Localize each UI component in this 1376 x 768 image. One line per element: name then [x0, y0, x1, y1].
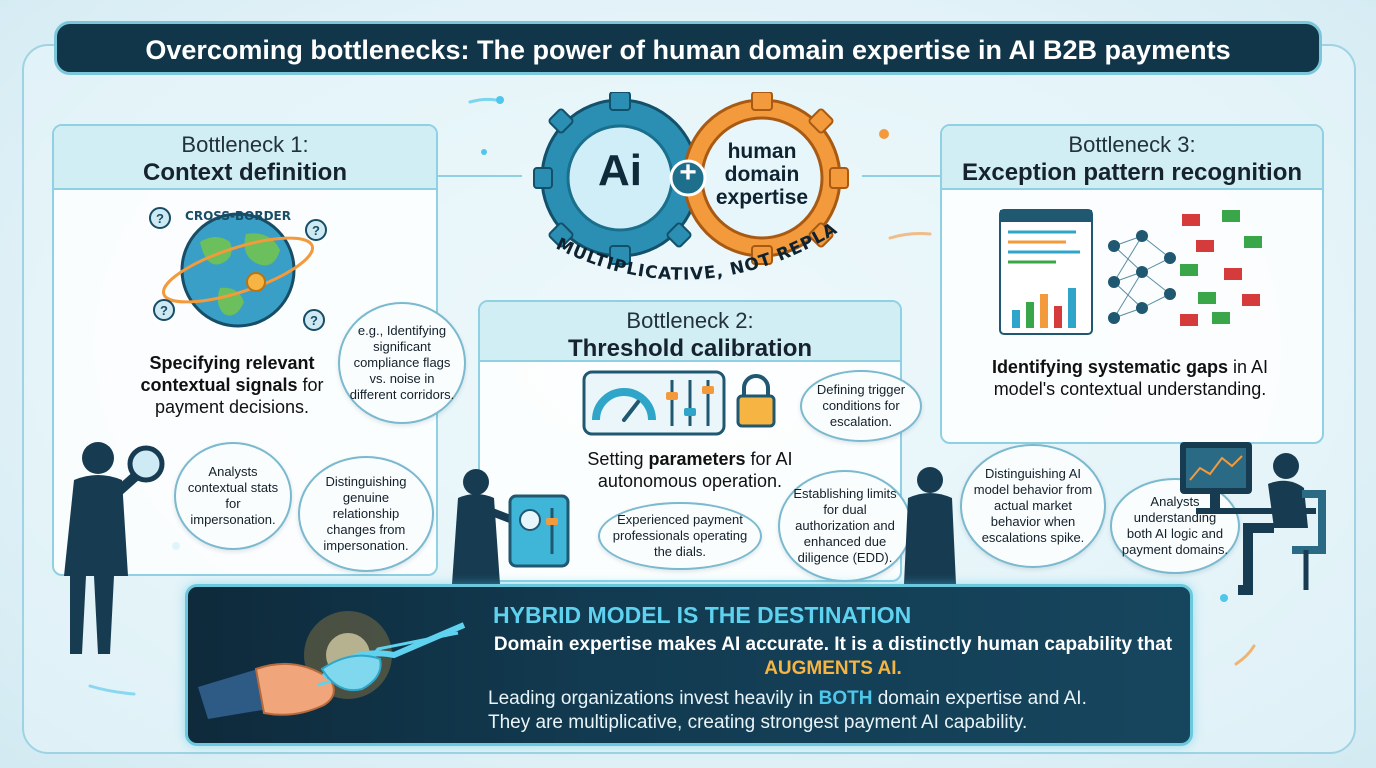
hybrid-line-1: Domain expertise makes AI accurate. It i… [493, 634, 1173, 655]
augments-ai-highlight: AUGMENTS AI. [764, 658, 902, 679]
hybrid-line-3: They are multiplicative, creating strong… [488, 712, 1028, 733]
analyst-at-computer-figure [1180, 442, 1326, 595]
handshake-icon [198, 611, 466, 719]
human-label-line-2: domain [724, 163, 800, 186]
ai-label: Ai [598, 146, 642, 195]
bottleneck-3-header: Bottleneck 3: Exception pattern recognit… [942, 126, 1322, 190]
bubble-distinguishing-relationships: Distinguishing genuine relationship chan… [298, 456, 434, 572]
svg-text:?: ? [312, 223, 320, 238]
ai-gear-icon [533, 92, 707, 265]
bottleneck-3-name: Exception pattern recognition [961, 159, 1303, 186]
gears-illustration: MULTIPLICATIVE, NOT REPLACED [516, 92, 849, 285]
person-silhouette [904, 467, 956, 584]
bottleneck-2-description-pre: Setting [587, 449, 649, 469]
bubble-dual-authorization-limits: Establishing limits for dual authorizati… [778, 470, 912, 582]
bottleneck-2-description-bold: parameters [648, 449, 746, 469]
page-title: Overcoming bottlenecks: The power of hum… [54, 21, 1322, 75]
globe-label: CROSS-BORDER [185, 209, 291, 223]
human-label-line-3: expertise [715, 186, 809, 209]
svg-text:?: ? [160, 303, 168, 318]
hybrid-statement: Domain expertise makes AI accurate. It i… [488, 633, 1178, 681]
human-domain-expertise-label: human domain expertise [706, 140, 818, 209]
svg-text:?: ? [310, 313, 318, 328]
professional-with-dials-figure [452, 469, 570, 584]
hybrid-line-2-rest: domain expertise and AI. [877, 688, 1087, 709]
human-gear-icon [682, 92, 849, 265]
bubble-compliance-flags: e.g., Identifying significant compliance… [338, 302, 466, 424]
both-highlight: BOTH [818, 688, 873, 709]
bottleneck-3-description: Identifying systematic gaps in AI model'… [990, 356, 1270, 400]
bottleneck-3-description-rest: in AI model's contextual understanding. [993, 357, 1269, 399]
neural-network-flags-icon [999, 209, 1262, 335]
svg-text:?: ? [156, 211, 164, 226]
bubble-experienced-professionals: Experienced payment professionals operat… [598, 502, 762, 570]
bubble-analysts-contextual: Analysts contextual stats for impersonat… [174, 442, 292, 550]
bottleneck-2-description: Setting parameters for AI autonomous ope… [560, 448, 820, 492]
hybrid-line-2-pre: Leading organizations invest heavily in [488, 688, 814, 709]
human-label-line-1: human [727, 140, 797, 163]
bottleneck-1-number: Bottleneck 1: [181, 132, 309, 157]
dashboard-controls-icon [582, 370, 776, 436]
bubble-market-behavior: Distinguishing AI model behavior from ac… [960, 444, 1106, 568]
bottleneck-3-description-bold: Identifying systematic gaps [991, 357, 1229, 377]
bottleneck-3-number: Bottleneck 3: [1068, 132, 1196, 157]
bottleneck-1-description-rest: for payment decisions. [154, 375, 324, 417]
hybrid-summary: Leading organizations invest heavily in … [488, 687, 1087, 735]
hybrid-model-banner: HYBRID MODEL IS THE DESTINATION Domain e… [185, 584, 1193, 746]
plus-sign: + [679, 156, 697, 189]
bottleneck-2-description-rest: for AI autonomous operation. [597, 449, 793, 491]
globe-icon: CROSS-BORDER ? ? ? ? [149, 207, 327, 331]
bottleneck-1-name: Context definition [143, 159, 347, 186]
bottleneck-2-header: Bottleneck 2: Threshold calibration [480, 302, 900, 362]
hybrid-title: HYBRID MODEL IS THE DESTINATION [493, 602, 912, 628]
bottleneck-2-name: Threshold calibration [567, 335, 813, 362]
bottleneck-1-header: Bottleneck 1: Context definition [54, 126, 436, 190]
bottleneck-1-description: Specifying relevant contextual signals f… [112, 352, 352, 418]
bubble-trigger-conditions: Defining trigger conditions for escalati… [800, 370, 922, 442]
bottleneck-1-description-bold: Specifying relevant contextual signals [140, 353, 315, 395]
bottleneck-3-panel: Bottleneck 3: Exception pattern recognit… [940, 124, 1324, 444]
analyst-magnifier-figure [64, 442, 165, 654]
bottleneck-2-number: Bottleneck 2: [626, 308, 754, 333]
